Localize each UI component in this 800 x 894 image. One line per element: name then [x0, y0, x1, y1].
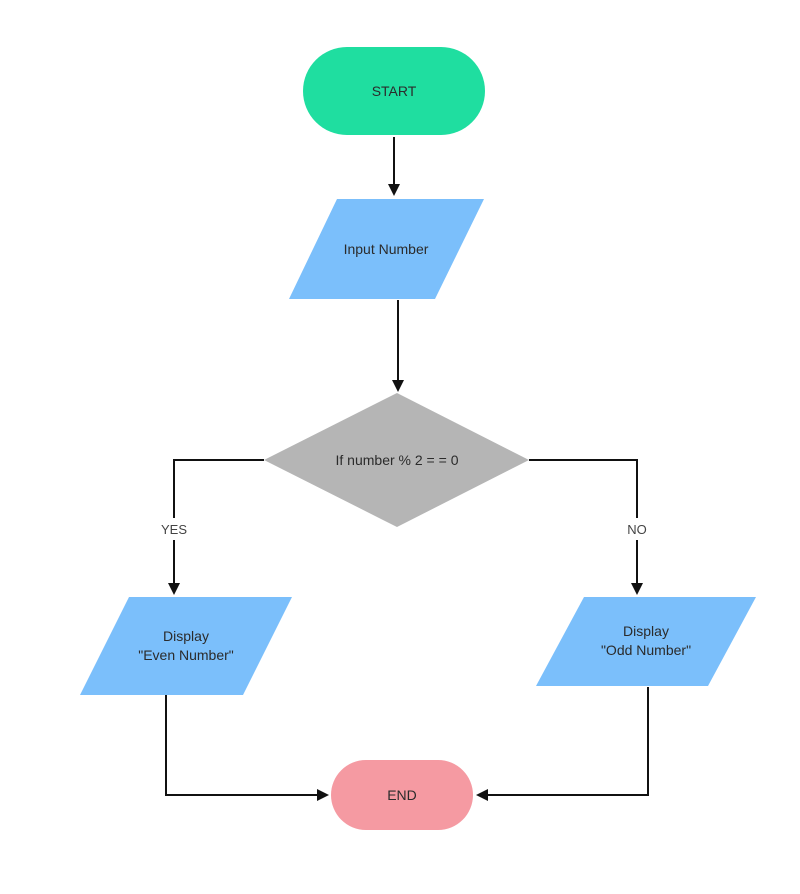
start-node: START: [303, 47, 485, 135]
end-shape: [331, 760, 473, 830]
display-odd-label-line1: Display: [623, 623, 669, 639]
no-edge-label: NO: [627, 522, 647, 537]
yes-edge-label: YES: [161, 522, 187, 537]
decision-label: If number % 2 = = 0: [336, 452, 459, 468]
edge-odd-to-end: [476, 687, 649, 801]
end-node: END: [331, 760, 473, 830]
decision-node: If number % 2 = = 0: [264, 393, 529, 527]
edges: [165, 137, 649, 801]
start-label: START: [372, 83, 417, 99]
input-node: Input Number: [289, 199, 484, 299]
no-label-background: [620, 518, 654, 540]
start-shape: [303, 47, 485, 135]
input-shape: [289, 199, 484, 299]
display-even-label-line1: Display: [163, 628, 209, 644]
edge-decision-yes: [168, 459, 264, 595]
display-odd-shape: [536, 597, 756, 686]
end-label: END: [387, 787, 417, 803]
display-even-label-line2: "Even Number": [138, 647, 234, 663]
display-odd-label-line2: "Odd Number": [601, 642, 691, 658]
yes-label-background: [154, 518, 194, 540]
display-even-shape: [80, 597, 292, 695]
edge-even-to-end: [165, 695, 329, 801]
display-even-node: Display "Even Number": [80, 597, 292, 695]
decision-shape: [264, 393, 529, 527]
display-odd-node: Display "Odd Number": [536, 597, 756, 686]
edge-decision-no: [529, 459, 643, 595]
input-label: Input Number: [344, 241, 429, 257]
